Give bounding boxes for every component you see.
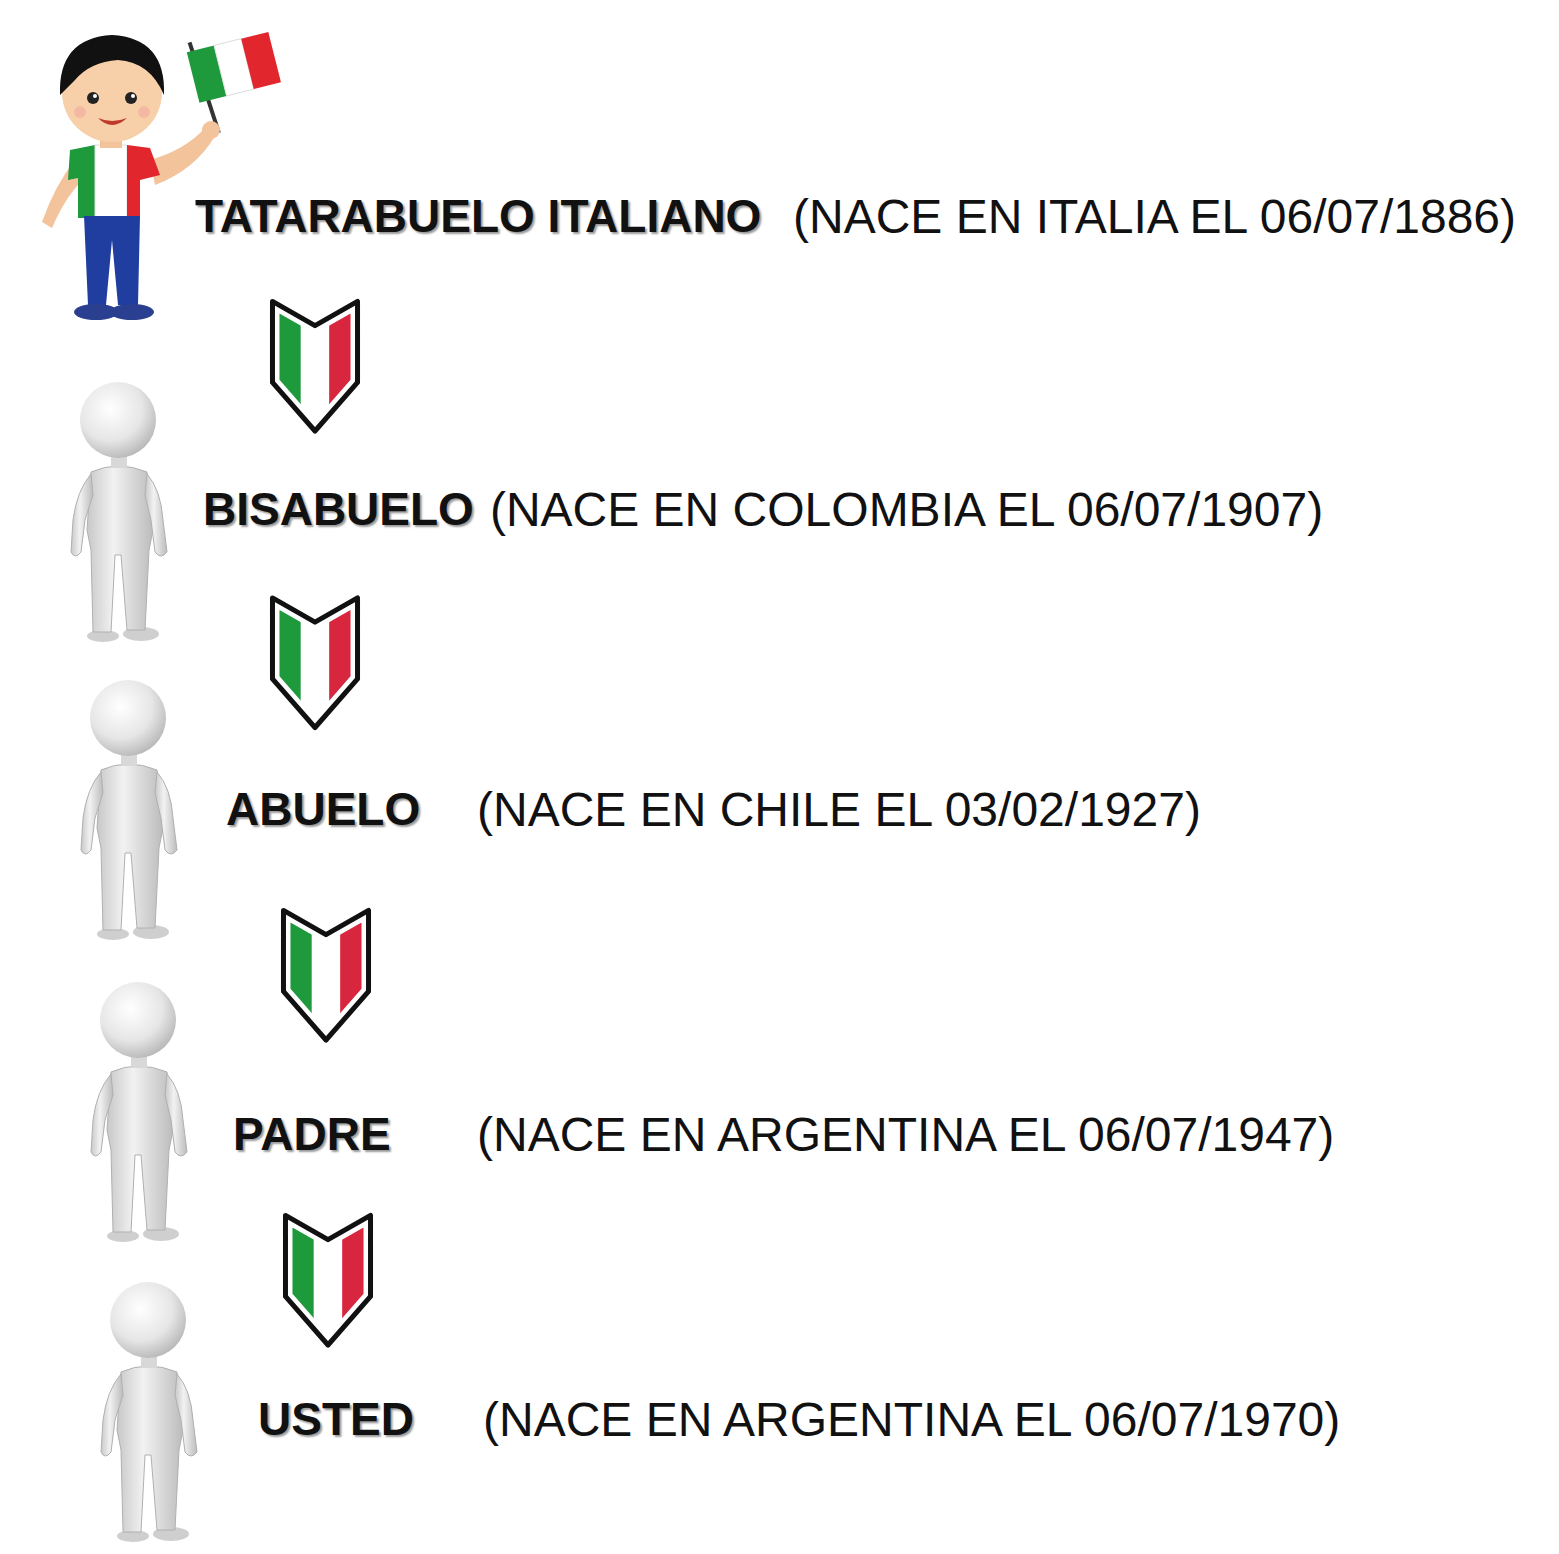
person-figure <box>71 382 167 642</box>
flag-shield-arrow <box>285 1210 371 1345</box>
birth-detail: (NACE EN CHILE EL 03/02/1927) <box>477 781 1201 839</box>
birth-detail: (NACE EN ARGENTINA EL 06/07/1970) <box>483 1391 1340 1449</box>
italian-boy <box>42 32 281 320</box>
person-label: PADRE <box>233 1107 391 1162</box>
person-label: TATARABUELO ITALIANO <box>195 189 761 244</box>
person-row: USTED (NACE EN ARGENTINA EL 06/07/1970) <box>258 1391 1340 1449</box>
person-row: BISABUELO (NACE EN COLOMBIA EL 06/07/1907… <box>203 481 1323 539</box>
person-label: USTED <box>258 1392 414 1447</box>
person-figure <box>81 680 177 940</box>
birth-detail: (NACE EN ARGENTINA EL 06/07/1947) <box>477 1106 1334 1164</box>
person-row: TATARABUELO ITALIANO (NACE EN ITALIA EL 0… <box>195 188 1516 246</box>
flag-shield-arrow <box>272 296 358 431</box>
person-row: PADRE (NACE EN ARGENTINA EL 06/07/1947) <box>233 1106 1334 1164</box>
person-figure <box>101 1282 197 1542</box>
person-row: ABUELO (NACE EN CHILE EL 03/02/1927) <box>226 781 1201 839</box>
person-label: ABUELO <box>226 782 420 837</box>
person-figure <box>91 982 187 1242</box>
person-label: BISABUELO <box>203 482 474 537</box>
flag-shield-arrow <box>272 593 358 728</box>
flag-shield-arrow <box>283 905 369 1040</box>
birth-detail: (NACE EN ITALIA EL 06/07/1886) <box>793 188 1516 246</box>
birth-detail: (NACE EN COLOMBIA EL 06/07/1907) <box>490 481 1323 539</box>
